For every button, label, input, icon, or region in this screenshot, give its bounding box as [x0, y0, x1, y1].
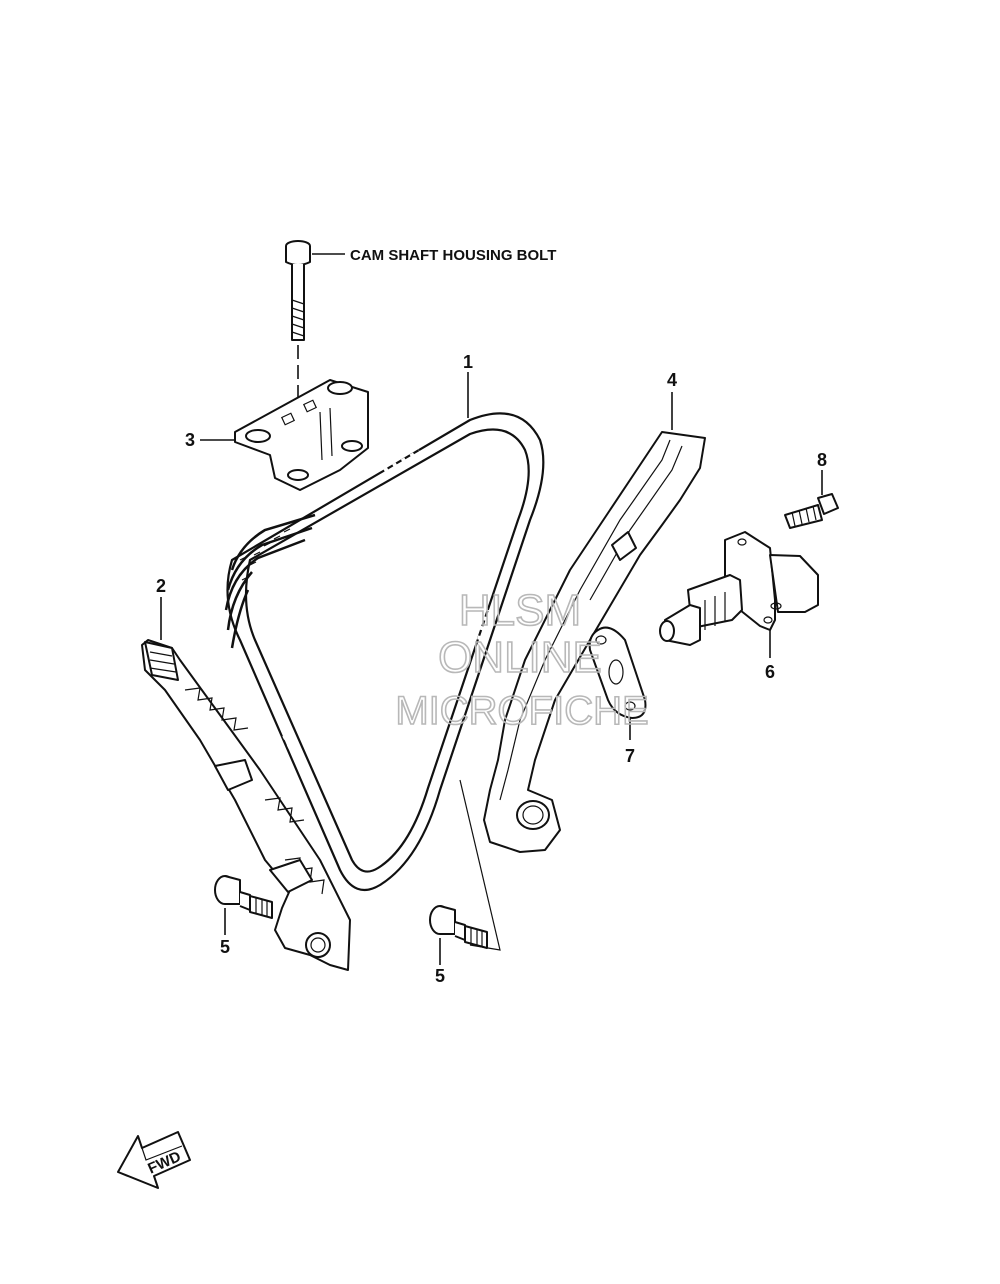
chain-guide [483, 392, 706, 853]
guide-bolt-left [214, 875, 273, 935]
callout-part-5-left: 5 [220, 937, 230, 957]
callout-part-8: 8 [817, 450, 827, 470]
tensioner-gasket [588, 626, 647, 740]
cam-housing-bracket [200, 379, 369, 491]
callout-cam-shaft-housing-bolt: CAM SHAFT HOUSING BOLT [350, 247, 556, 264]
cam-chain [224, 372, 545, 892]
guide-bolt-right [429, 779, 501, 965]
callout-part-2: 2 [156, 576, 166, 596]
chain-tensioner-guide [141, 597, 351, 971]
callout-part-7: 7 [625, 746, 635, 766]
chain-tensioner-adjuster [659, 531, 819, 658]
callout-part-3: 3 [185, 430, 195, 450]
callout-part-6: 6 [765, 662, 775, 682]
watermark-line-2: ONLINE [438, 633, 602, 682]
watermark: HLSM ONLINE MICROFICHE [395, 585, 650, 734]
callout-part-4: 4 [667, 370, 677, 390]
tensioner-bolt [784, 470, 839, 529]
callout-part-1: 1 [463, 352, 473, 372]
fwd-arrow-icon: FWD [117, 1131, 191, 1189]
watermark-line-3: MICROFICHE [395, 689, 648, 733]
cam-shaft-housing-bolt [285, 240, 345, 470]
watermark-line-1: HLSM [459, 586, 581, 635]
callout-part-5-right: 5 [435, 966, 445, 986]
